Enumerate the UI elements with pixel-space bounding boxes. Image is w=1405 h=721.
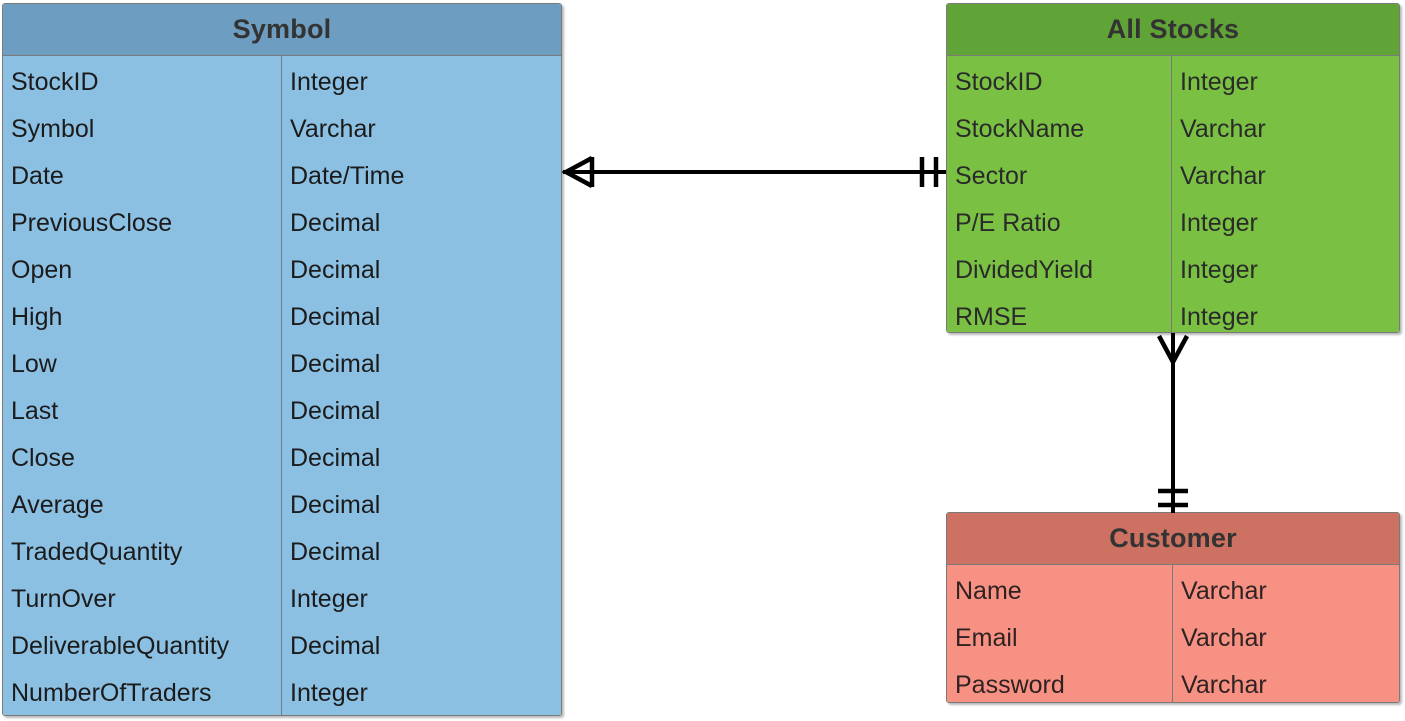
- attribute-name: P/E Ratio: [955, 209, 1061, 237]
- attribute-type: Varchar: [1181, 624, 1267, 652]
- entity-all-stocks-attribute-types: Integer Varchar Varchar Integer Integer …: [1172, 56, 1399, 332]
- entity-symbol[interactable]: Symbol StockID Symbol Date PreviousClose…: [2, 3, 562, 716]
- attribute-name: High: [11, 303, 63, 331]
- attribute-name: PreviousClose: [11, 209, 173, 237]
- attribute-name: Name: [955, 577, 1022, 605]
- entity-symbol-attribute-names: StockID Symbol Date PreviousClose Open H…: [3, 56, 282, 715]
- entity-customer-attribute-types: Varchar Varchar Varchar: [1173, 565, 1399, 702]
- attribute-name: Sector: [955, 162, 1028, 190]
- attribute-name: DeliverableQuantity: [11, 632, 230, 660]
- attribute-type: Integer: [290, 679, 368, 707]
- attribute-name: StockID: [11, 68, 99, 96]
- attribute-name: Last: [11, 397, 59, 425]
- attribute-type: Decimal: [290, 397, 381, 425]
- attribute-name: Open: [11, 256, 73, 284]
- attribute-type: Decimal: [290, 209, 381, 237]
- attribute-name: Password: [955, 671, 1065, 699]
- attribute-type: Varchar: [1181, 671, 1267, 699]
- attribute-name: TradedQuantity: [11, 538, 183, 566]
- entity-symbol-body: StockID Symbol Date PreviousClose Open H…: [3, 56, 561, 715]
- entity-all-stocks-body: StockID StockName Sector P/E Ratio Divid…: [947, 56, 1399, 332]
- entity-all-stocks[interactable]: All Stocks StockID StockName Sector P/E …: [946, 3, 1400, 333]
- attribute-name: StockName: [955, 115, 1085, 143]
- attribute-type: Decimal: [290, 256, 381, 284]
- crowsfoot-many-icon: [561, 156, 594, 188]
- attribute-type: Decimal: [290, 632, 381, 660]
- attribute-type: Integer: [1180, 256, 1258, 284]
- crowsfoot-many-icon: [1157, 334, 1189, 367]
- attribute-type: Integer: [1180, 209, 1258, 237]
- attribute-name: Close: [11, 444, 75, 472]
- attribute-name: TurnOver: [11, 585, 116, 613]
- entity-symbol-title: Symbol: [3, 4, 561, 56]
- attribute-name: Email: [955, 624, 1018, 652]
- attribute-type: Decimal: [290, 444, 381, 472]
- attribute-name: Average: [11, 491, 104, 519]
- relationship-symbol-all-stocks[interactable]: [561, 156, 946, 188]
- attribute-name: RMSE: [955, 303, 1028, 331]
- relationship-all-stocks-customer[interactable]: [1157, 333, 1189, 513]
- entity-customer-title: Customer: [947, 513, 1399, 565]
- attribute-type: Decimal: [290, 538, 381, 566]
- entity-symbol-attribute-types: Integer Varchar Date/Time Decimal Decima…: [282, 56, 561, 715]
- attribute-type: Integer: [290, 68, 368, 96]
- entity-all-stocks-title: All Stocks: [947, 4, 1399, 56]
- attribute-type: Decimal: [290, 491, 381, 519]
- attribute-name: DividedYield: [955, 256, 1094, 284]
- attribute-type: Integer: [290, 585, 368, 613]
- attribute-type: Integer: [1180, 68, 1258, 96]
- entity-all-stocks-attribute-names: StockID StockName Sector P/E Ratio Divid…: [947, 56, 1172, 332]
- attribute-type: Integer: [1180, 303, 1258, 331]
- attribute-type: Varchar: [1180, 162, 1266, 190]
- entity-customer[interactable]: Customer Name Email Password Varchar Var…: [946, 512, 1400, 703]
- attribute-type: Date/Time: [290, 162, 405, 190]
- attribute-type: Varchar: [1180, 115, 1266, 143]
- attribute-type: Decimal: [290, 303, 381, 331]
- attribute-name: NumberOfTraders: [11, 679, 212, 707]
- attribute-type: Varchar: [1181, 577, 1267, 605]
- attribute-type: Varchar: [290, 115, 376, 143]
- attribute-name: StockID: [955, 68, 1043, 96]
- attribute-name: Low: [11, 350, 57, 378]
- entity-customer-body: Name Email Password Varchar Varchar Varc…: [947, 565, 1399, 702]
- attribute-type: Decimal: [290, 350, 381, 378]
- attribute-name: Date: [11, 162, 64, 190]
- entity-customer-attribute-names: Name Email Password: [947, 565, 1173, 702]
- attribute-name: Symbol: [11, 115, 95, 143]
